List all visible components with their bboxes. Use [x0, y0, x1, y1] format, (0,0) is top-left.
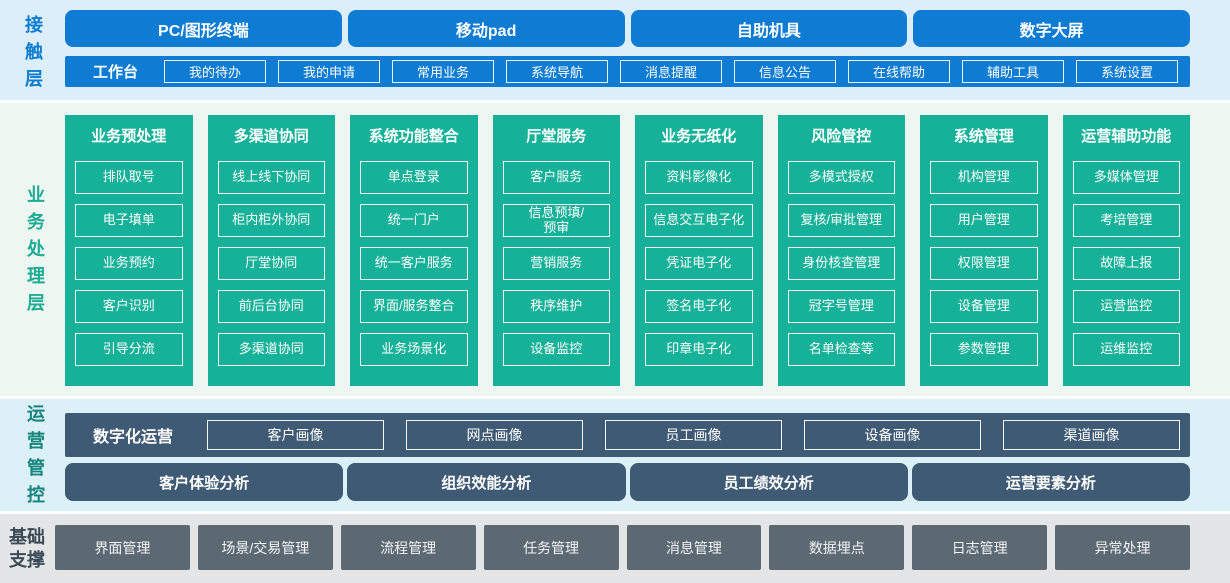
business-column-system-integration: 系统功能整合 单点登录 统一门户 统一客户服务 界面/服务整合 业务场景化: [350, 115, 478, 386]
operations-layer-label: 运营管控: [27, 404, 45, 505]
workbench-item-info-announcement: 信息公告: [734, 60, 837, 83]
terminal-self-service: 自助机具: [630, 10, 908, 47]
foundation-log-mgmt: 日志管理: [912, 525, 1048, 570]
column-item-hall-sync: 厅堂协同: [217, 247, 325, 280]
digital-operation-label: 数字化运营: [93, 429, 174, 446]
column-item-einteraction: 信息交互电子化: [645, 204, 753, 237]
touch-layer-label: 接触层: [25, 15, 43, 89]
column-item-device-monitor: 设备监控: [502, 333, 610, 366]
foundation-data-tracking: 数据埋点: [769, 525, 905, 570]
business-column-system-management: 系统管理 机构管理 用户管理 权限管理 设备管理 参数管理: [920, 115, 1048, 386]
foundation-row: 界面管理 场景/交易管理 流程管理 任务管理 消息管理 数据埋点 日志管理 异常…: [55, 525, 1190, 570]
foundation-task-mgmt: 任务管理: [483, 525, 619, 570]
analysis-operation-elements: 运营要素分析: [911, 463, 1190, 501]
column-item-device-mgmt: 设备管理: [930, 290, 1038, 323]
column-item-info-prefill: 信息预填/ 预审: [502, 204, 610, 237]
column-item-multimode-auth: 多模式授权: [787, 161, 895, 194]
terminal-digital-screen: 数字大屏: [913, 10, 1190, 47]
business-column-preprocessing: 业务预处理 排队取号 电子填单 业务预约 客户识别 引导分流: [65, 115, 193, 386]
column-item-eform: 电子填单: [75, 204, 183, 237]
column-title: 风险管控: [811, 128, 872, 145]
portrait-channel: 渠道画像: [1003, 420, 1181, 450]
workbench-item-system-nav: 系统导航: [506, 60, 609, 83]
column-item-order-maintenance: 秩序维护: [502, 290, 610, 323]
column-item-business-scenario: 业务场景化: [360, 333, 468, 366]
column-item-parameter-mgmt: 参数管理: [930, 333, 1038, 366]
column-item-multichannel-sync: 多渠道协同: [217, 333, 325, 366]
foundation-layer-label: 基础支撑: [9, 527, 45, 570]
column-item-multimedia-mgmt: 多媒体管理: [1072, 161, 1180, 194]
analysis-customer-experience: 客户体验分析: [65, 463, 344, 501]
foundation-ui-mgmt: 界面管理: [55, 525, 190, 570]
column-item-unified-customer-service: 统一客户服务: [360, 247, 468, 280]
column-title: 厅堂服务: [526, 128, 587, 145]
analysis-employee-performance: 员工绩效分析: [629, 463, 908, 501]
terminal-pc-graphic: PC/图形终端: [65, 10, 342, 47]
column-item-sso: 单点登录: [360, 161, 468, 194]
terminal-row: PC/图形终端 移动pad 自助机具 数字大屏: [65, 10, 1190, 47]
column-title: 运营辅助功能: [1081, 128, 1172, 145]
column-item-appointment: 业务预约: [75, 247, 183, 280]
workbench-item-aux-tools: 辅助工具: [962, 60, 1065, 83]
column-title: 业务无纸化: [661, 128, 737, 145]
business-columns: 业务预处理 排队取号 电子填单 业务预约 客户识别 引导分流 多渠道协同 线上线…: [65, 115, 1190, 386]
column-item-operation-monitor: 运营监控: [1072, 290, 1180, 323]
business-column-risk-control: 风险管控 多模式授权 复核/审批管理 身份核查管理 冠字号管理 名单检查等: [777, 115, 905, 386]
column-item-permission-mgmt: 权限管理: [930, 247, 1038, 280]
column-item-identity-check: 身份核查管理: [787, 247, 895, 280]
column-item-eseal: 印章电子化: [645, 333, 753, 366]
column-item-esignature: 签名电子化: [645, 290, 753, 323]
column-title: 系统功能整合: [368, 128, 459, 145]
column-item-queue-ticket: 排队取号: [75, 161, 183, 194]
column-item-evoucher: 凭证电子化: [645, 247, 753, 280]
foundation-exception-handling: 异常处理: [1055, 525, 1190, 570]
portrait-device: 设备画像: [804, 420, 982, 450]
workbench-item-my-application: 我的申请: [278, 60, 381, 83]
column-item-ui-service-integration: 界面/服务整合: [360, 290, 468, 323]
column-item-training-mgmt: 考培管理: [1072, 204, 1180, 237]
column-item-review-approval: 复核/审批管理: [787, 204, 895, 237]
column-item-counter-sync: 柜内柜外协同: [217, 204, 325, 237]
column-item-list-check: 名单检查等: [787, 333, 895, 366]
portrait-branch: 网点画像: [406, 420, 584, 450]
foundation-message-mgmt: 消息管理: [626, 525, 762, 570]
workbench-item-system-settings: 系统设置: [1076, 60, 1179, 83]
digital-operation-bar: 数字化运营 客户画像 网点画像 员工画像 设备画像 渠道画像: [65, 413, 1190, 457]
analysis-row: 客户体验分析 组织效能分析 员工绩效分析 运营要素分析: [65, 463, 1190, 501]
column-item-ops-maintenance-monitor: 运维监控: [1072, 333, 1180, 366]
business-column-multichannel: 多渠道协同 线上线下协同 柜内柜外协同 厅堂协同 前后台协同 多渠道协同: [207, 115, 335, 386]
foundation-scene-trade-mgmt: 场景/交易管理: [197, 525, 333, 570]
column-item-front-back-sync: 前后台协同: [217, 290, 325, 323]
foundation-process-mgmt: 流程管理: [340, 525, 476, 570]
column-item-customer-service: 客户服务: [502, 161, 610, 194]
analysis-org-efficiency: 组织效能分析: [347, 463, 626, 501]
column-item-unified-portal: 统一门户: [360, 204, 468, 237]
workbench-item-message-reminder: 消息提醒: [620, 60, 723, 83]
column-item-online-offline: 线上线下协同: [217, 161, 325, 194]
column-item-fault-report: 故障上报: [1072, 247, 1180, 280]
portrait-customer: 客户画像: [207, 420, 385, 450]
column-item-user-mgmt: 用户管理: [930, 204, 1038, 237]
column-item-serial-number-mgmt: 冠字号管理: [787, 290, 895, 323]
column-title: 多渠道协同: [233, 128, 309, 145]
business-column-paperless: 业务无纸化 资料影像化 信息交互电子化 凭证电子化 签名电子化 印章电子化: [635, 115, 763, 386]
business-column-hall-service: 厅堂服务 客户服务 信息预填/ 预审 营销服务 秩序维护 设备监控: [492, 115, 620, 386]
column-item-org-mgmt: 机构管理: [930, 161, 1038, 194]
business-column-operation-aux: 运营辅助功能 多媒体管理 考培管理 故障上报 运营监控 运维监控: [1062, 115, 1190, 386]
workbench-label: 工作台: [93, 64, 139, 81]
column-item-document-imaging: 资料影像化: [645, 161, 753, 194]
column-item-marketing-service: 营销服务: [502, 247, 610, 280]
business-layer-label: 业务处理层: [27, 185, 45, 313]
workbench-item-my-todo: 我的待办: [164, 60, 267, 83]
column-title: 业务预处理: [91, 128, 167, 145]
column-item-customer-id: 客户识别: [75, 290, 183, 323]
column-title: 系统管理: [953, 128, 1014, 145]
column-item-guide-divert: 引导分流: [75, 333, 183, 366]
terminal-mobile-pad: 移动pad: [347, 10, 625, 47]
workbench-item-common-business: 常用业务: [392, 60, 495, 83]
workbench-item-online-help: 在线帮助: [848, 60, 951, 83]
portrait-employee: 员工画像: [605, 420, 783, 450]
workbench-bar: 工作台 我的待办 我的申请 常用业务 系统导航 消息提醒 信息公告 在线帮助 辅…: [65, 56, 1190, 87]
